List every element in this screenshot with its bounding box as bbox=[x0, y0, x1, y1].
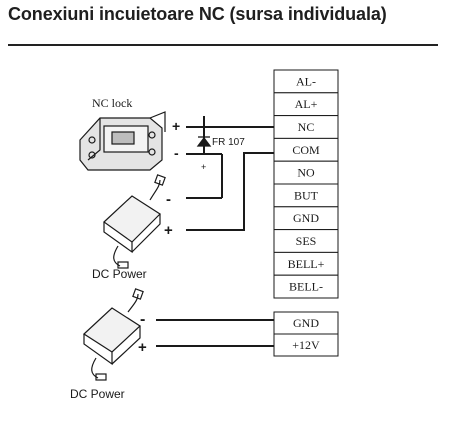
terminal-main-label: BELL+ bbox=[288, 257, 325, 271]
terminal-block-power: GND +12V bbox=[273, 311, 339, 357]
psu-top-minus-sign: - bbox=[166, 191, 171, 208]
lock-plus-sign: + bbox=[172, 118, 180, 134]
lock-label: NC lock bbox=[92, 96, 132, 110]
terminal-power-label: GND bbox=[293, 316, 319, 330]
power-supply-wires bbox=[156, 319, 274, 347]
nc-lock-icon bbox=[79, 111, 166, 171]
terminal-main-label: AL+ bbox=[295, 97, 318, 111]
terminal-main-label: NC bbox=[298, 120, 315, 134]
psu-top-plus-sign: + bbox=[164, 222, 173, 239]
diode-icon bbox=[196, 132, 212, 148]
terminal-main-label: BUT bbox=[294, 188, 319, 202]
dc-power-adapter-bottom-icon bbox=[83, 288, 144, 381]
dc-power-adapter-top-icon bbox=[103, 174, 166, 269]
psu-bottom-minus-sign: - bbox=[140, 311, 145, 328]
terminal-main-label: BELL- bbox=[289, 280, 323, 294]
psu-bottom-plus-sign: + bbox=[138, 339, 147, 356]
title-underline bbox=[8, 44, 438, 46]
terminal-main-label: NO bbox=[297, 166, 315, 180]
terminal-main-label: COM bbox=[292, 143, 320, 157]
diode-label: FR 107 bbox=[212, 137, 245, 148]
dc-power-label-bottom: DC Power bbox=[70, 387, 125, 401]
diode-plus-sign: + bbox=[201, 162, 206, 172]
terminal-block-main: AL- AL+ NC COM NO BUT GND SES BELL+ BELL- bbox=[273, 69, 339, 299]
terminal-main-label: GND bbox=[293, 211, 319, 225]
lock-minus-sign: - bbox=[174, 145, 179, 161]
terminal-main-label: SES bbox=[296, 234, 317, 248]
page-title: Conexiuni incuietoare NC (sursa individu… bbox=[8, 4, 387, 24]
lock-wires bbox=[186, 116, 274, 231]
terminal-main-label: AL- bbox=[296, 74, 316, 88]
terminal-main-cell bbox=[273, 274, 339, 299]
dc-power-label-top: DC Power bbox=[92, 267, 147, 281]
terminal-power-label: +12V bbox=[292, 338, 320, 352]
